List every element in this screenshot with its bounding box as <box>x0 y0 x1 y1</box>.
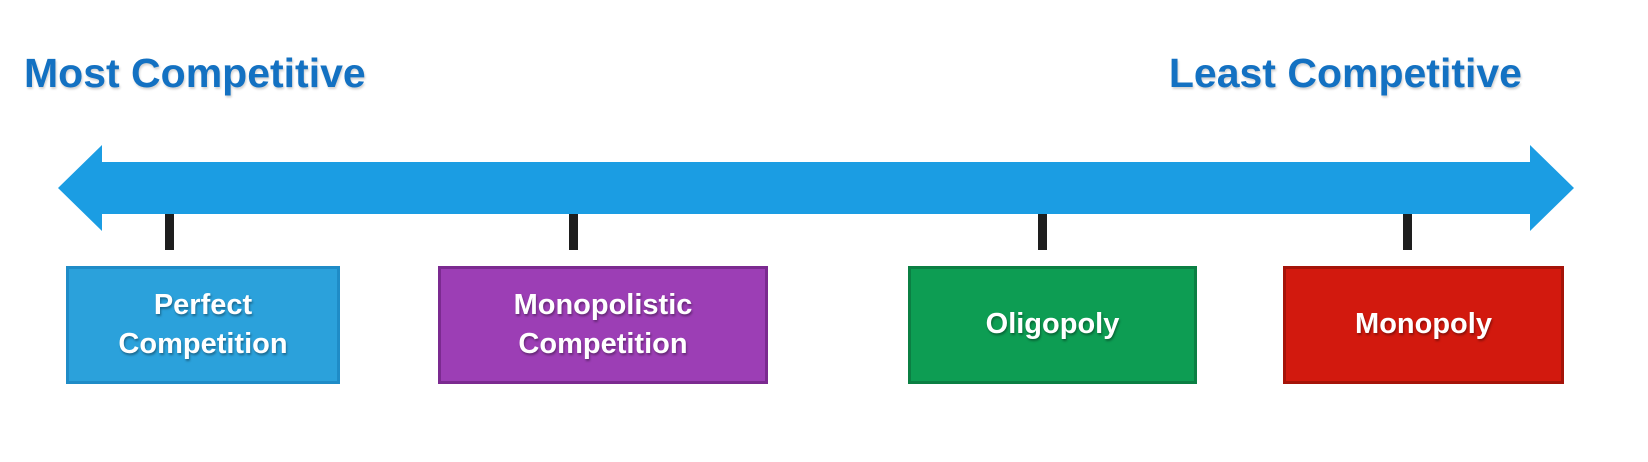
tick-monopoly <box>1403 214 1412 250</box>
box-monopoly: Monopoly <box>1283 266 1564 384</box>
tick-perfect-competition <box>165 214 174 250</box>
box-monopoly-label: Monopoly <box>1355 308 1492 341</box>
competitiveness-spectrum-arrow <box>58 145 1574 231</box>
box-monopolistic-competition-label: Monopolistic Competition <box>513 288 693 360</box>
box-perfect-competition: Perfect Competition <box>66 266 340 384</box>
tick-oligopoly <box>1038 214 1047 250</box>
box-monopolistic-competition: Monopolistic Competition <box>438 266 768 384</box>
least-competitive-label: Least Competitive <box>1168 50 1522 96</box>
box-oligopoly-label: Oligopoly <box>985 308 1120 341</box>
double-arrow-shape <box>58 145 1574 231</box>
box-oligopoly: Oligopoly <box>908 266 1197 384</box>
most-competitive-label: Most Competitive <box>24 50 366 96</box>
tick-monopolistic-competition <box>569 214 578 250</box>
box-perfect-competition-label: Perfect Competition <box>118 288 288 360</box>
